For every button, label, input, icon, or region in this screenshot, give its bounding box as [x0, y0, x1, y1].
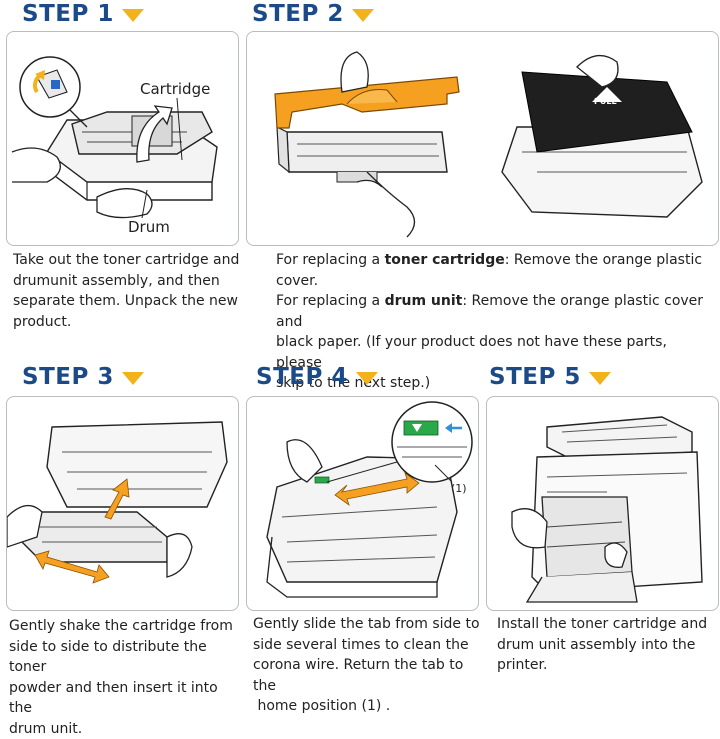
cartridge-label: Cartridge	[140, 80, 210, 98]
step-3-caption-line: side to side to distribute the toner	[9, 637, 241, 678]
step-5-caption-line: Install the toner cartridge and	[497, 614, 719, 635]
step-3-arrow-icon	[122, 372, 144, 385]
step-5-label: STEP 5	[489, 366, 581, 389]
step-4-arrow-icon	[356, 372, 378, 385]
step-3-caption-line: powder and then insert it into the	[9, 678, 241, 719]
step-1-caption: Take out the toner cartridge and drumuni…	[13, 250, 241, 332]
step-1-caption-line: Take out the toner cartridge and	[13, 250, 241, 271]
step-1-arrow-icon	[122, 9, 144, 22]
step-2-illustration: PULL	[246, 31, 719, 246]
step-1-caption-line: separate them. Unpack the new	[13, 291, 241, 312]
step-4-caption: Gently slide the tab from side to side s…	[253, 614, 485, 717]
step-1-title: STEP 1	[22, 3, 144, 26]
step-1-label: STEP 1	[22, 3, 114, 26]
step-2-caption-line: For replacing a drum unit: Remove the or…	[276, 291, 716, 332]
step-1-drawing: Cartridge Drum	[7, 32, 238, 245]
step-5-caption-line: drum unit assembly into the	[497, 635, 719, 656]
step-5-drawing	[487, 397, 718, 610]
step-5-caption: Install the toner cartridge and drum uni…	[497, 614, 719, 676]
step-4-caption-line: side several times to clean the	[253, 635, 485, 656]
step-4-caption-line: Gently slide the tab from side to	[253, 614, 485, 635]
step-3-caption-line: drum unit.	[9, 719, 241, 739]
step-2-caption-line: For replacing a toner cartridge: Remove …	[276, 250, 716, 291]
step-3-label: STEP 3	[22, 366, 114, 389]
step-4-caption-line: corona wire. Return the tab to the	[253, 655, 485, 696]
step-5-title: STEP 5	[489, 366, 611, 389]
step-3-drawing	[7, 397, 238, 610]
step-5-arrow-icon	[589, 372, 611, 385]
step-4-caption-line: home position (1) .	[253, 696, 485, 717]
step-3-title: STEP 3	[22, 366, 144, 389]
step-4-title: STEP 4	[256, 366, 378, 389]
step-5-caption-line: printer.	[497, 655, 719, 676]
step-2-label: STEP 2	[252, 3, 344, 26]
drum-label: Drum	[128, 218, 170, 236]
home-position-label: (1)	[451, 482, 467, 495]
step-1-caption-line: product.	[13, 312, 241, 333]
step-4-label: STEP 4	[256, 366, 348, 389]
step-4-drawing: (1)	[247, 397, 478, 610]
step-1-illustration: Cartridge Drum	[6, 31, 239, 246]
step-2-title: STEP 2	[252, 3, 374, 26]
step-3-illustration	[6, 396, 239, 611]
step-3-caption-line: Gently shake the cartridge from	[9, 616, 241, 637]
step-3-caption: Gently shake the cartridge from side to …	[9, 616, 241, 739]
step-1-caption-line: drumunit assembly, and then	[13, 271, 241, 292]
step-5-illustration	[486, 396, 719, 611]
step-4-illustration: (1)	[246, 396, 479, 611]
step-2-arrow-icon	[352, 9, 374, 22]
step-2-drawing: PULL	[247, 32, 718, 245]
